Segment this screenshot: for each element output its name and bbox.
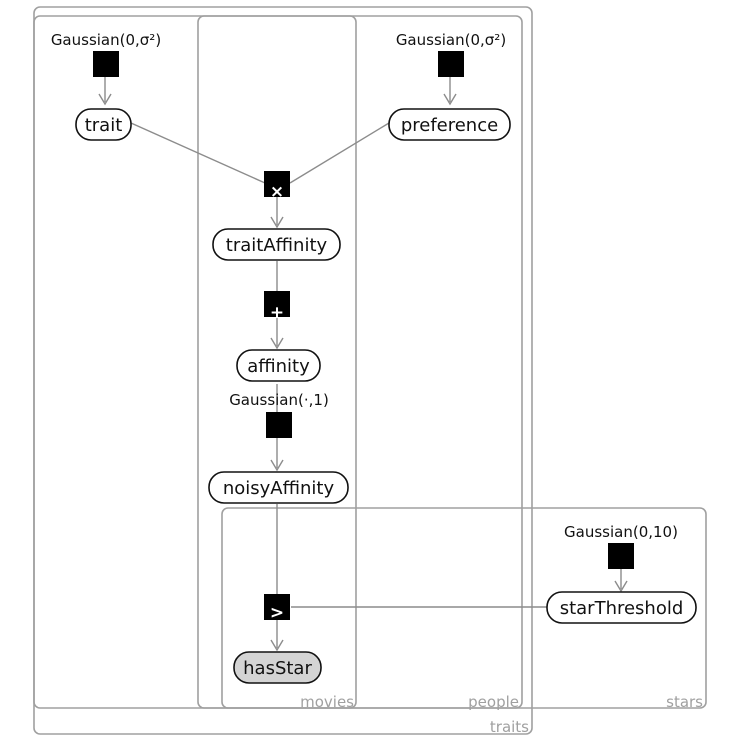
node-affinity[interactable] [236,349,321,382]
product-factor[interactable] [264,171,290,197]
noise-factor[interactable] [266,412,292,438]
node-trait[interactable] [75,108,132,141]
nodes: trait preference traitAffinity affinity … [75,108,697,684]
plate-people-label: people [468,693,519,711]
arrowhead [98,93,112,106]
threshold-prior-label: Gaussian(0,10) [564,523,678,541]
greater-symbol: > [270,603,284,623]
arrowhead [270,337,284,350]
plate-movies-label: movies [300,693,354,711]
threshold-prior-factor[interactable] [608,543,634,569]
arrowhead [270,639,284,652]
node-traitAffinity-label: traitAffinity [226,235,328,256]
arrowhead [443,93,457,106]
edge-trait-to-product [130,122,266,184]
node-starThreshold-label: starThreshold [560,598,684,619]
node-preference[interactable] [388,108,511,141]
arrowhead [614,580,628,593]
node-trait-label: trait [85,115,123,136]
node-traitAffinity[interactable] [212,228,341,261]
noise-label: Gaussian(·,1) [229,391,329,409]
arrowhead [270,216,284,229]
node-noisyAffinity-label: noisyAffinity [223,478,335,499]
preference-prior-label: Gaussian(0,σ²) [396,31,506,49]
sum-factor[interactable] [264,291,290,317]
trait-prior-label: Gaussian(0,σ²) [51,31,161,49]
node-hasStar-label: hasStar [243,658,312,679]
greater-factor[interactable] [264,594,290,620]
node-preference-label: preference [401,115,498,136]
preference-prior-factor[interactable] [438,51,464,77]
node-affinity-label: affinity [247,356,310,377]
factors: Gaussian(0,σ²) Gaussian(0,σ²) × + Gaussi… [51,31,678,623]
plate-stars [221,507,707,709]
arrowhead [270,459,284,472]
product-symbol: × [270,182,284,202]
plate-stars-label: stars [666,693,703,711]
edges [98,77,628,652]
trait-prior-factor[interactable] [93,51,119,77]
plate-traits-label: traits [490,718,529,736]
plate-movies [33,15,357,709]
node-noisyAffinity[interactable] [208,471,349,504]
plates: traits people movies stars [33,6,707,736]
sum-symbol: + [270,303,284,323]
node-starThreshold[interactable] [546,591,697,624]
node-hasStar[interactable] [233,651,322,684]
edge-preference-to-product [289,122,390,184]
